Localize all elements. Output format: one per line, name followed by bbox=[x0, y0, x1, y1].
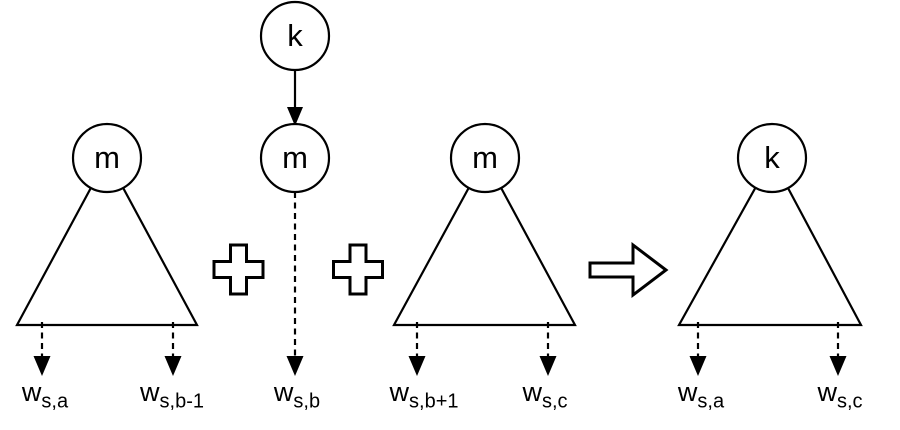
leaf-label-sub: s,a bbox=[41, 390, 69, 413]
leaf-label-base: w bbox=[817, 377, 837, 407]
right-subtree-triangle bbox=[392, 155, 577, 327]
plus-operator-icon bbox=[332, 243, 384, 296]
node-k-result-circle bbox=[736, 122, 808, 194]
leaf-arrowhead-icon bbox=[689, 356, 707, 376]
plus-operator-icon bbox=[212, 243, 265, 296]
leaf-label-base: w bbox=[140, 377, 160, 407]
node-m-left-circle bbox=[71, 122, 143, 194]
leaf-label-sub: s,a bbox=[697, 390, 725, 413]
leaf-arrowhead-icon bbox=[33, 356, 51, 376]
leaf-arrowhead-icon bbox=[164, 356, 182, 376]
node-k-top-circle bbox=[259, 0, 331, 72]
node-label-m-middle: m bbox=[282, 139, 308, 175]
leaf-label: ws,c bbox=[817, 377, 862, 411]
node-m-right-circle bbox=[449, 122, 521, 194]
leaf-label-sub: s,c bbox=[836, 390, 863, 413]
k-to-m-arrowhead-icon bbox=[287, 107, 303, 126]
leaf-label-sub: s,c bbox=[541, 390, 568, 413]
leaf-label: ws,c bbox=[522, 377, 567, 411]
leaf-label: ws,b-1 bbox=[140, 377, 204, 411]
leaf-arrowhead-icon bbox=[829, 356, 847, 376]
leaf-arrowhead-icon bbox=[539, 356, 557, 376]
node-label-m-right: m bbox=[472, 139, 498, 175]
node-label-m-left: m bbox=[94, 139, 120, 175]
left-subtree-triangle bbox=[15, 155, 199, 327]
result-subtree-triangle bbox=[677, 155, 863, 327]
node-label-k-top: k bbox=[287, 17, 303, 53]
leaf-label-base: w bbox=[389, 377, 410, 407]
leaf-label: ws,b+1 bbox=[389, 377, 459, 411]
leaf-label-sub: s,b bbox=[293, 390, 321, 413]
leaf-arrowhead-icon bbox=[286, 356, 304, 376]
leaf-label-base: w bbox=[522, 377, 542, 407]
leaf-label: ws,a bbox=[21, 377, 68, 411]
leaf-label-base: w bbox=[677, 377, 698, 407]
leaf-label-base: w bbox=[21, 377, 42, 407]
leaf-label: ws,a bbox=[677, 377, 724, 411]
leaf-label: ws,b bbox=[273, 377, 320, 411]
leaf-label-sub: s,b-1 bbox=[159, 390, 204, 413]
leaf-arrowhead-icon bbox=[408, 356, 426, 376]
node-label-k-result: k bbox=[764, 139, 780, 175]
implies-arrow-icon bbox=[588, 241, 669, 299]
leaf-label-base: w bbox=[273, 377, 294, 407]
leaf-label-sub: s,b+1 bbox=[409, 390, 459, 413]
